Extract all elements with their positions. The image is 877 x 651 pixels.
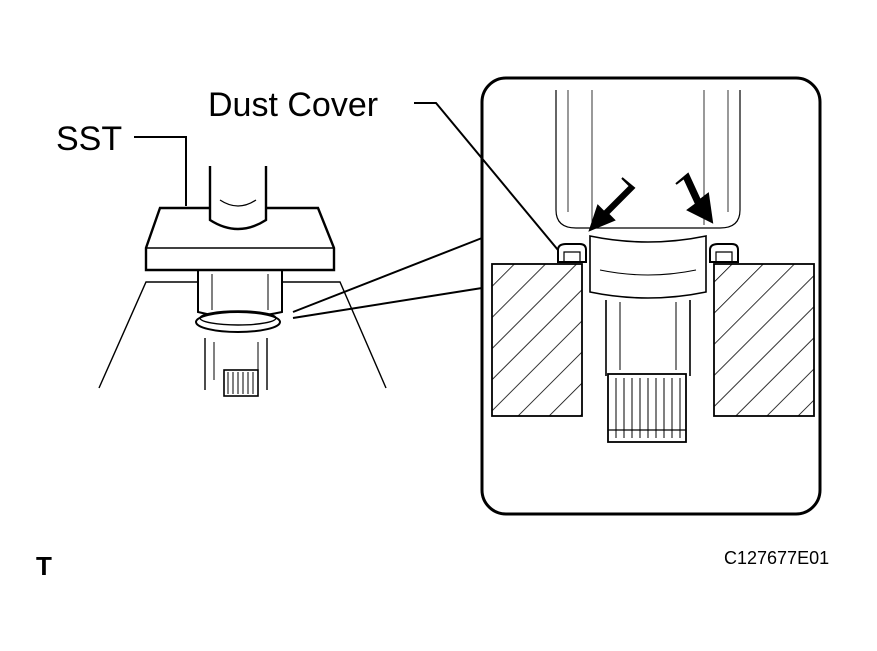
dust-cover-label: Dust Cover [208,86,378,124]
dust-cover-lip-right [709,243,739,263]
detail-frame [480,76,822,516]
figure-code: C127677E01 [724,548,829,568]
left-section-hatch [491,263,583,417]
sst-leader-line [134,136,187,206]
shaft [204,338,268,390]
detail-tool-outline [555,90,741,229]
hub-body [197,271,283,318]
assembly-view [98,136,387,397]
press-arrow-left-icon [588,177,636,232]
callout-wedge [292,237,483,319]
detail-view [480,76,822,516]
dust-cover-ring [195,311,281,333]
detail-hub [589,235,707,299]
detail-shaft [605,300,691,376]
dust-cover-leader-line [414,102,559,251]
sst-rod [208,166,268,231]
dust-cover-lip-left [557,243,587,263]
detail-spline [607,373,687,443]
corner-mark: T [36,551,52,581]
sst-label: SST [56,120,122,158]
spline-end [223,369,259,397]
press-arrow-right-icon [675,172,714,224]
right-section-hatch [713,263,815,417]
